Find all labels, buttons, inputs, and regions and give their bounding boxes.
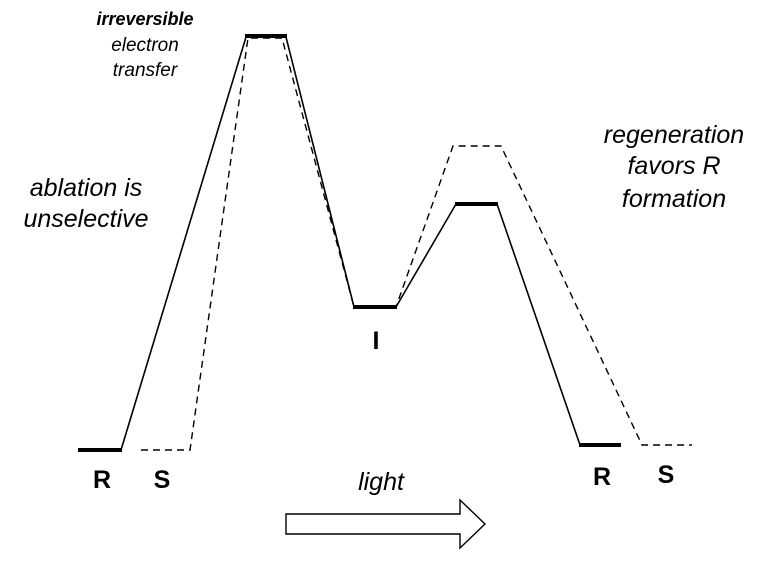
ts-label-line1: irreversible — [96, 9, 193, 29]
right-note-line3: formation — [622, 185, 726, 213]
light-arrow-icon — [285, 498, 487, 550]
product-r-label: R — [593, 463, 611, 491]
left-note-line2: unselective — [23, 205, 148, 233]
r-pathway-line — [120, 36, 581, 451]
s-pathway-line — [141, 37, 692, 451]
left-note-line1: ablation is — [30, 174, 143, 202]
reactant-s-label: S — [154, 466, 171, 494]
light-label: light — [358, 468, 405, 496]
ts-label-line3: transfer — [113, 60, 178, 81]
product-s-label: S — [658, 461, 675, 489]
right-note-line2: favors R — [627, 152, 720, 180]
right-note-line1: regeneration — [604, 121, 744, 149]
intermediate-label: I — [373, 327, 380, 355]
reactant-r-label: R — [93, 466, 111, 494]
ts-label-line2: electron — [111, 35, 179, 56]
